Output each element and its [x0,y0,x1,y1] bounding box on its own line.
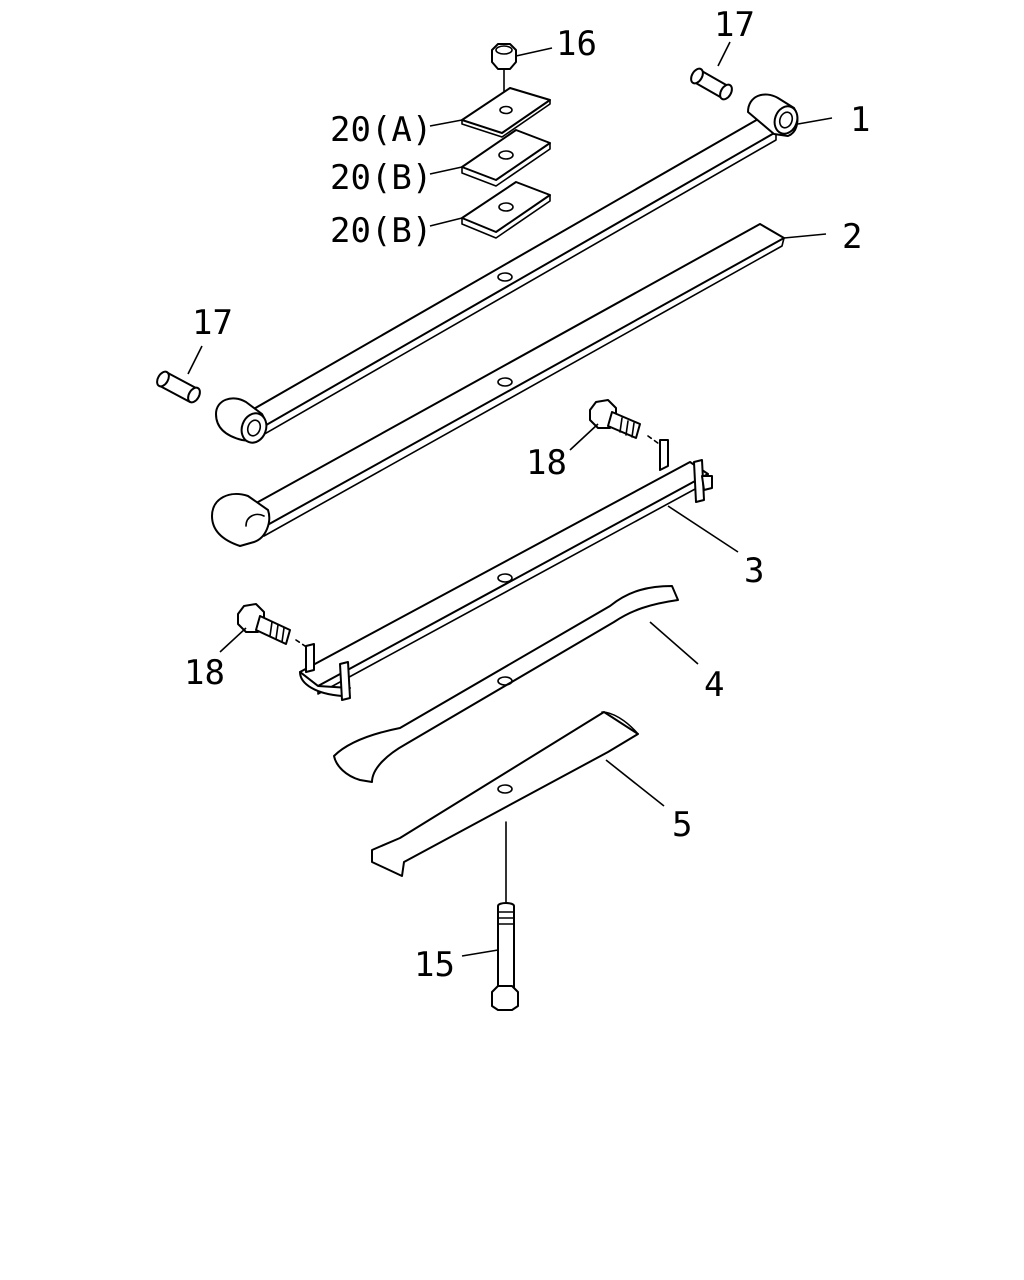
part-17-bushing-top [690,67,733,101]
callout-20b-upper: 20(B) [330,158,432,198]
part-16-nut [491,43,517,107]
callout-16: 16 [556,24,597,64]
part-20b-plate-upper [461,129,551,187]
callout-4: 4 [704,665,724,705]
part-2-second-leaf [211,223,785,547]
part-17-bushing-left [156,370,201,404]
callout-20a: 20(A) [330,110,432,150]
callout-17-top: 17 [714,5,755,45]
part-1-main-leaf [215,93,799,444]
part-20a-plate [461,87,551,138]
callout-15: 15 [414,945,455,985]
part-4-fourth-leaf [333,585,679,783]
leader-lines [187,41,833,957]
callout-3: 3 [744,551,764,591]
part-18-bolt-top [589,399,663,447]
callout-20b-lower: 20(B) [330,211,432,251]
part-20b-plate-lower [461,181,551,239]
callout-18-top: 18 [526,443,567,483]
part-15-center-bolt [491,821,519,1011]
callout-17-left: 17 [192,303,233,343]
part-3-third-leaf [299,439,713,701]
callout-2: 2 [842,217,862,257]
callout-5: 5 [672,805,692,845]
callout-1: 1 [850,100,870,140]
part-18-bolt-left [237,603,309,649]
part-5-fifth-leaf [371,711,639,877]
callout-18-left: 18 [184,653,225,693]
